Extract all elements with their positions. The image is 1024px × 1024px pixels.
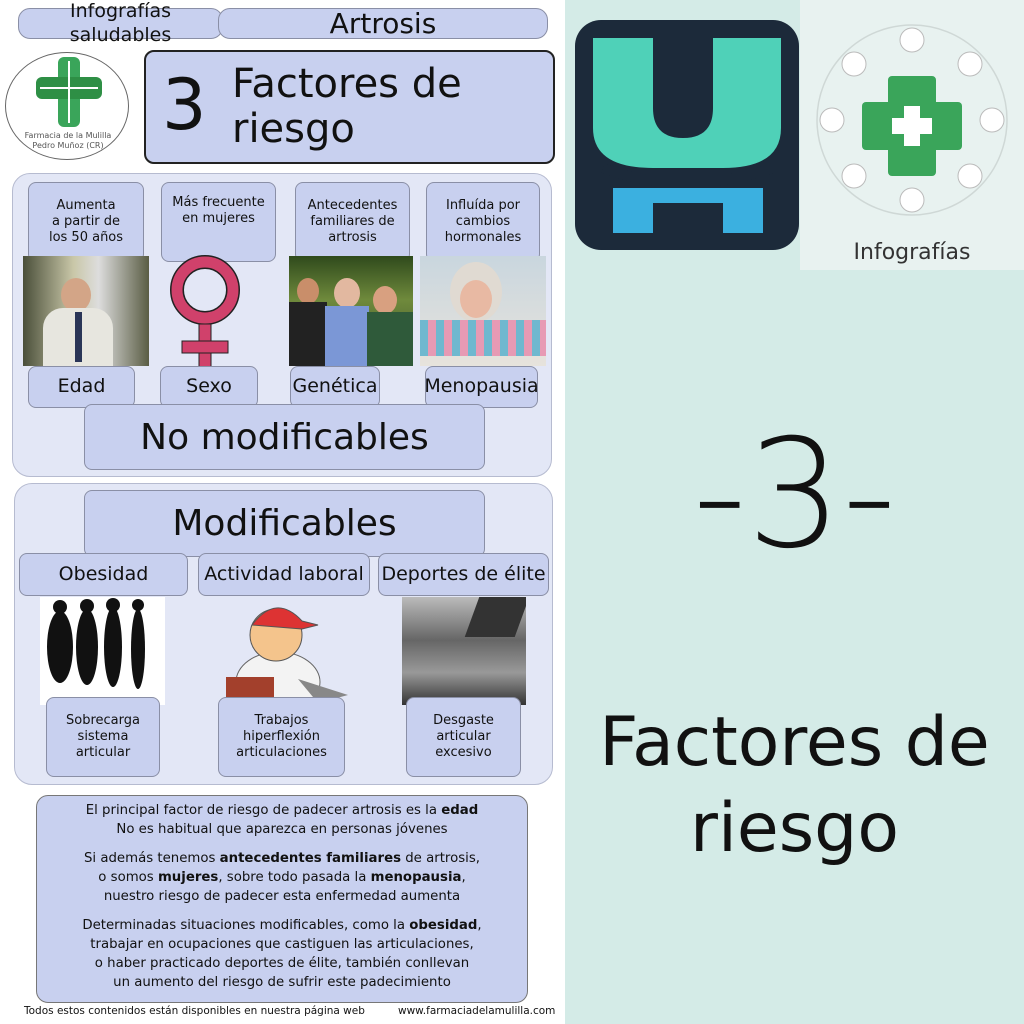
summary-paragraph-3: Determinadas situaciones modificables, c… bbox=[82, 918, 482, 990]
factor-label-edad: Edad bbox=[28, 366, 135, 408]
family-photo bbox=[289, 256, 413, 366]
medical-icons-circle-icon bbox=[816, 24, 1008, 216]
older-man-photo bbox=[23, 256, 149, 366]
green-cross-icon bbox=[36, 57, 102, 127]
factor-label-genetica: Genética bbox=[290, 366, 380, 408]
pharmacy-logo: Farmacia de la Mulilla Pedro Muñoz (CR) bbox=[5, 52, 129, 160]
summary-paragraph-2: Si además tenemos antecedentes familiare… bbox=[83, 851, 481, 904]
cover-panel: Infografías -3- Factores de riesgo bbox=[565, 0, 1024, 1024]
title-line2: riesgo bbox=[232, 106, 355, 152]
factor-label-deportes: Deportes de élite bbox=[378, 553, 549, 596]
venus-symbol-icon bbox=[170, 255, 240, 369]
title-box: 3 Factores de riesgo bbox=[144, 50, 555, 164]
factor-label-actividad: Actividad laboral bbox=[198, 553, 370, 596]
worker-cartoon-icon bbox=[226, 607, 348, 705]
title-line1: Factores de bbox=[232, 61, 462, 107]
woman-photo bbox=[420, 256, 546, 366]
sprinter-photo bbox=[402, 597, 526, 705]
factor-label-obesidad: Obesidad bbox=[19, 553, 188, 596]
obesity-silhouettes-icon bbox=[40, 597, 165, 705]
cover-title: Factores de riesgo bbox=[599, 703, 990, 868]
footer-note: Todos estos contenidos están disponibles… bbox=[24, 1005, 365, 1017]
website-link[interactable]: www.farmaciadelamulilla.com bbox=[398, 1005, 556, 1017]
factor-label-menopausia: Menopausia bbox=[424, 366, 539, 408]
cover-number: -3- bbox=[692, 408, 897, 582]
summary-paragraph-1: El principal factor de riesgo de padecer… bbox=[85, 803, 479, 837]
series-label: Infografías saludables bbox=[18, 0, 223, 46]
infographics-label: Infografías bbox=[853, 240, 971, 265]
non-modifiable-heading: No modificables bbox=[84, 404, 485, 470]
factor-label-sexo: Sexo bbox=[160, 366, 258, 408]
logo-line1: Farmacia de la Mulilla bbox=[24, 131, 112, 140]
logo-line2: Pedro Muñoz (CR) bbox=[32, 141, 104, 150]
infographics-badge: Infografías bbox=[800, 0, 1024, 270]
modifiable-heading: Modificables bbox=[84, 490, 485, 557]
topic-label: Artrosis bbox=[218, 7, 548, 40]
knee-joint-icon bbox=[575, 20, 799, 250]
summary-box: El principal factor de riesgo de padecer… bbox=[36, 795, 528, 1003]
title-number: 3 bbox=[162, 64, 207, 146]
